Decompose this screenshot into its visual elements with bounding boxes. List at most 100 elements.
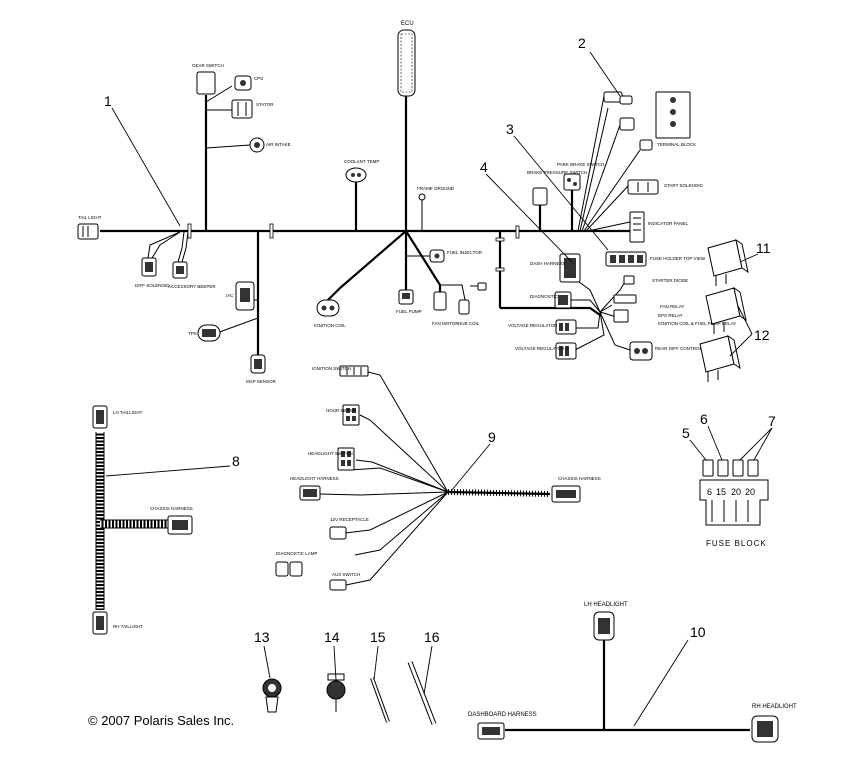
fan-motor-connector: FAN MOTOR: [432, 291, 459, 326]
voltage-regulator-2-connector: VOLTAGE REGULATOR 2: [515, 342, 577, 360]
terminal-block-connectors: [603, 91, 653, 151]
ignition-switch-connector: IGNITION SWITCH: [312, 365, 369, 377]
fuse-rating-4: 20: [745, 487, 755, 497]
hour-meter-label: HOUR METER: [326, 408, 357, 413]
gear-switch-connector: GEAR SWITCH: [192, 63, 224, 95]
rh-taillight-connector: RH TAILLIGHT: [92, 611, 143, 635]
diff-solenoid-connector: DIFF SOLENOID: [135, 257, 170, 288]
callout-2: 2: [578, 35, 586, 51]
dash-harness: [319, 371, 551, 586]
inline-connector: [477, 282, 487, 291]
voltage-regulator-1-label: VOLTAGE REGULATOR 1: [508, 323, 562, 328]
fuel-pump-connector: FUEL PUMP: [396, 289, 422, 314]
callout-4: 4: [480, 159, 488, 175]
coolant-temp-label: COOLANT TEMP: [344, 159, 379, 164]
accessory-beeper-connector: ACCESSORY BEEPER: [168, 261, 216, 289]
voltage-regulator-1-connector: VOLTAGE REGULATOR 1: [508, 319, 577, 335]
callout-1: 1: [104, 93, 112, 109]
ignition-switch-label: IGNITION SWITCH: [312, 366, 351, 371]
park-brake-switch-label: PARK BRAKE SWITCH: [557, 162, 604, 167]
frame-ground: FRAME GROUND: [417, 186, 455, 201]
iac-label: IAC: [226, 293, 234, 298]
fuel-injector-label: FUEL INJECTOR: [447, 250, 483, 255]
dash-harness-label: DASH HARNESS: [530, 261, 566, 266]
leader-lines: [105, 51, 773, 727]
terminal-block-label: TERMINAL BLOCK: [657, 142, 696, 147]
diff-solenoid-label: DIFF SOLENOID: [135, 283, 170, 288]
callout-15: 15: [370, 629, 386, 645]
gear-switch-label: GEAR SWITCH: [192, 63, 224, 68]
relay-sockets: FAN RELAY EPS RELAY IGNITION COIL & FUEL…: [613, 294, 736, 326]
iac-connector: IAC: [226, 281, 255, 311]
rear-diff-controller-connector: REAR DIFF CONTROLLER: [629, 341, 712, 361]
voltage-regulator-2-label: VOLTAGE REGULATOR 2: [515, 346, 569, 351]
fuel-injector-connector: FUEL INJECTOR: [429, 249, 483, 263]
callout-9: 9: [488, 429, 496, 445]
chassis-harness-connector: CHASSIS HARNESS: [150, 506, 193, 535]
chassis-harness-label: CHASSIS HARNESS: [150, 506, 193, 511]
dash-chassis-harness-connector: CHASSIS HARNESS: [551, 476, 601, 503]
part-15-cable-tie: [370, 677, 390, 723]
callout-11: 11: [756, 240, 771, 256]
fuel-pump-label: FUEL PUMP: [396, 309, 422, 314]
coolant-temp-sensor: COOLANT TEMP: [344, 159, 379, 183]
starter-diode-label: STARTER DIODE: [652, 278, 688, 283]
chassis-harness: [95, 432, 168, 610]
air-intake-label: AIR INTAKE: [266, 142, 291, 147]
dash-chassis-harness-label: CHASSIS HARNESS: [558, 476, 601, 481]
ecu-label: ECU: [401, 21, 414, 27]
fan-relay-label: FAN RELAY: [660, 304, 684, 309]
tail-light-label: TAIL LIGHT: [78, 215, 102, 220]
hub-coil-label: HUB COIL: [458, 321, 480, 326]
hour-meter-connector: HOUR METER: [326, 404, 360, 426]
tps-label: TPS: [188, 331, 197, 336]
start-solenoid-label: START SOLENOID: [664, 183, 704, 188]
rear-diff-controller-label: REAR DIFF CONTROLLER: [655, 346, 712, 351]
dash-harness-connector: DASH HARNESS: [530, 253, 581, 283]
fuse-rating-2: 15: [716, 487, 726, 497]
aux-switch-label: AUX SWITCH: [332, 572, 360, 577]
cps-connector: CPS: [234, 75, 263, 91]
terminal-block: TERMINAL BLOCK: [655, 91, 696, 147]
callout-13: 13: [254, 629, 270, 645]
callout-10: 10: [690, 624, 706, 640]
fuse-rating-1: 6: [707, 487, 712, 497]
callout-3: 3: [506, 121, 514, 137]
tail-light-connector: TAIL LIGHT: [77, 215, 102, 240]
indicator-panel-label: INDICATOR PANEL: [648, 221, 689, 226]
rh-taillight-label: RH TAILLIGHT: [113, 624, 143, 629]
rh-headlight-connector: RH HEADLIGHT: [751, 704, 797, 743]
starter-diode: STARTER DIODE: [623, 275, 688, 285]
lh-taillight-label: LH TAILLIGHT: [113, 410, 143, 415]
callout-16: 16: [424, 629, 440, 645]
hub-coil-connector: HUB COIL: [458, 299, 480, 326]
callout-numbers: 1 2 3 4 5 6 7 8 9 10 11 12 13 14 15 16: [104, 35, 776, 645]
dashboard-harness-label: DASHBOARD HARNESS: [468, 712, 537, 718]
callout-5: 5: [682, 425, 690, 441]
stator-connector: STATOR: [231, 99, 274, 119]
fuse-holder-connector: FUSE HOLDER TOP VIEW: [605, 251, 706, 267]
map-sensor-connector: MAP SENSOR: [246, 354, 277, 384]
fuse-block-title: FUSE BLOCK: [706, 539, 767, 548]
park-brake-switch-connector: PARK BRAKE SWITCH: [557, 162, 604, 191]
brake-pressure-switch-connector: BRAKE PRESSURE SWITCH: [527, 170, 587, 206]
callout-12: 12: [754, 327, 770, 343]
ignition-coil-connector: IGNITION COIL: [314, 299, 346, 328]
headlight-switch-connector: HEADLIGHT SWITCH: [308, 447, 355, 471]
callout-7: 7: [768, 413, 776, 429]
lh-taillight-connector: LH TAILLIGHT: [92, 405, 143, 429]
start-solenoid-connector: START SOLENOID: [627, 179, 704, 195]
dc-receptacle-connector: 12V RECEPTACLE: [329, 517, 369, 540]
ecu-component: ECU: [397, 21, 416, 97]
relay-12b: [699, 334, 741, 382]
relay-11: [707, 238, 749, 286]
part-16-cable-tie: [407, 661, 437, 725]
diagnostic-label: DIAGNOSTIC: [530, 294, 559, 299]
fuse-rating-3: 20: [731, 487, 741, 497]
accessory-beeper-label: ACCESSORY BEEPER: [168, 284, 216, 289]
fan-motor-label: FAN MOTOR: [432, 321, 459, 326]
headlight-harness-label: HEADLIGHT HARNESS: [290, 476, 339, 481]
ignition-relay-label: IGNITION COIL & FUEL PUMP RELAY: [658, 321, 736, 326]
lh-headlight-connector: LH HEADLIGHT: [584, 602, 628, 641]
eps-relay-label: EPS RELAY: [658, 313, 683, 318]
